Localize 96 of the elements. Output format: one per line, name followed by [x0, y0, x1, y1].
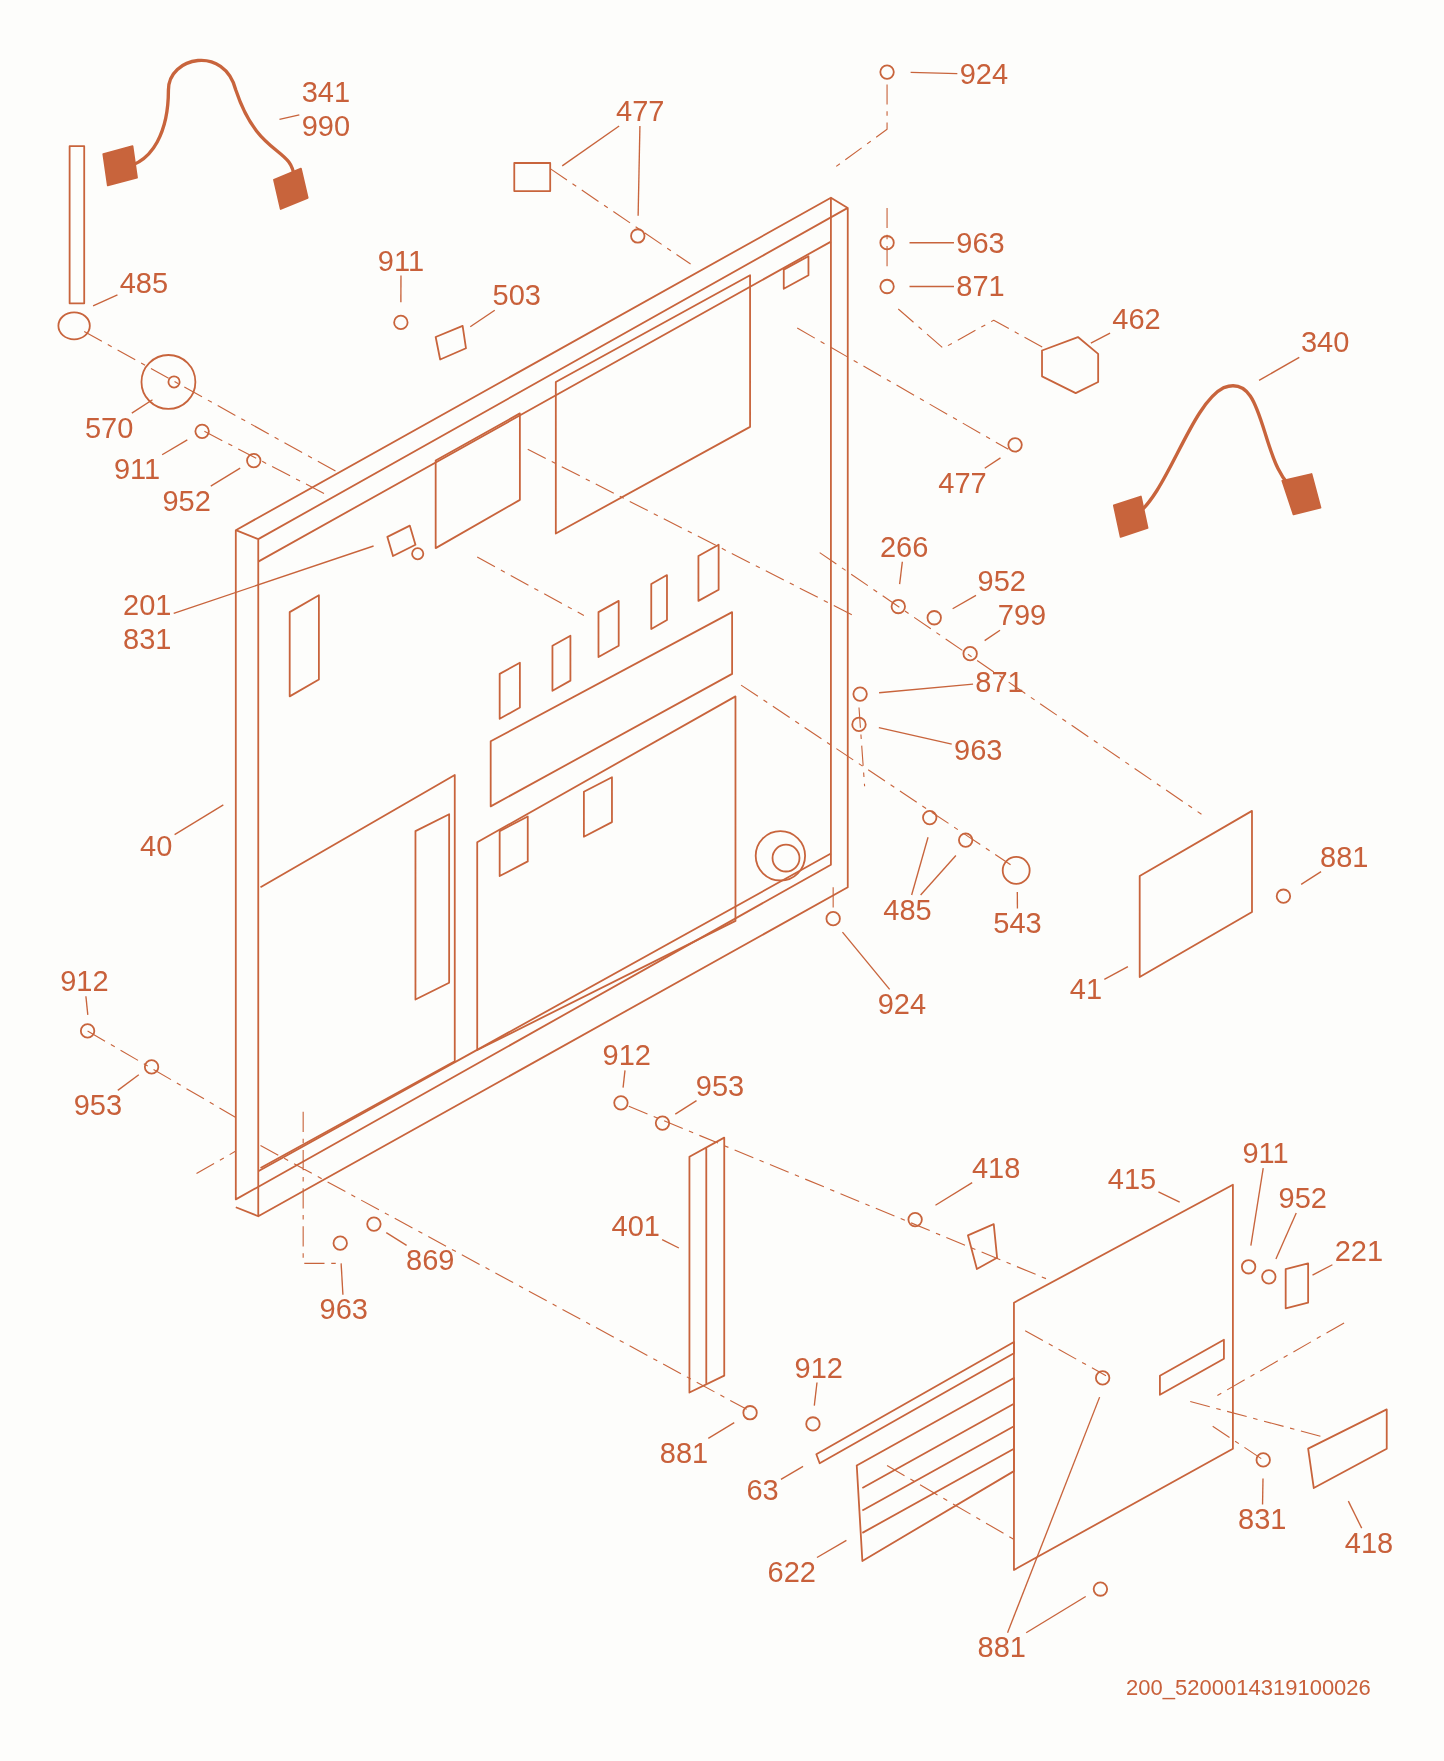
callout-number: 503: [492, 278, 541, 313]
leader-line: [908, 285, 955, 288]
callout-number: 485: [119, 265, 169, 300]
callout-number: 924: [877, 986, 927, 1021]
leader-line: [278, 114, 301, 120]
callout-number: 990: [301, 108, 350, 143]
callout-number: 266: [879, 529, 929, 564]
callout-number: 201: [123, 588, 172, 623]
leader-line: [919, 854, 957, 896]
leader-line: [561, 125, 620, 167]
callout-number: 963: [319, 1292, 368, 1327]
callout-number: 63: [746, 1473, 779, 1508]
leader-line: [1258, 356, 1300, 382]
leader-line: [340, 1262, 344, 1296]
callout-number: 911: [377, 243, 425, 278]
leader-line: [816, 1539, 848, 1559]
callout-number: 963: [956, 225, 1005, 260]
leader-line: [983, 629, 1001, 642]
leader-line: [910, 836, 929, 896]
leader-line: [161, 439, 188, 456]
callout-number: 924: [959, 57, 1008, 92]
callout-number: 462: [1112, 301, 1161, 336]
callout-number: 911: [1242, 1136, 1289, 1171]
callout-number: 881: [977, 1630, 1026, 1665]
callout-number: 401: [611, 1209, 660, 1244]
callout-number: 418: [1344, 1525, 1394, 1560]
drawing-number: 200_5200014319100026: [1126, 1674, 1371, 1701]
callout-number: 952: [1278, 1181, 1327, 1216]
callout-number: 40: [140, 828, 173, 863]
callout-number: 952: [162, 483, 211, 518]
callout-number: 881: [659, 1435, 709, 1470]
callout-number: 871: [975, 664, 1024, 699]
leader-line: [1016, 891, 1019, 910]
callout-number: 912: [602, 1038, 651, 1073]
leader-line: [210, 467, 241, 487]
callout-number: 570: [84, 410, 134, 445]
leader-line: [780, 1465, 804, 1481]
leader-line: [1157, 1191, 1181, 1203]
leader-line: [1250, 1167, 1264, 1247]
leader-line: [117, 1074, 140, 1092]
callout-number: 953: [695, 1068, 745, 1103]
leader-line: [400, 274, 402, 303]
callout-number: 869: [406, 1242, 455, 1277]
callout-number: 911: [114, 452, 161, 487]
leader-line: [173, 545, 375, 615]
callout-number: 952: [977, 563, 1026, 598]
callout-number: 543: [993, 906, 1042, 940]
callout-number: 912: [60, 964, 109, 999]
leader-line: [1006, 1396, 1101, 1634]
leader-line: [674, 1100, 698, 1115]
callout-number: 831: [1238, 1502, 1287, 1537]
callout-number: 221: [1334, 1233, 1384, 1268]
leader-line: [1025, 1595, 1087, 1634]
callout-number: 41: [1069, 972, 1103, 1007]
leader-line: [878, 727, 953, 745]
leader-line: [707, 1421, 735, 1439]
leader-line: [1347, 1500, 1363, 1529]
leader-line: [1311, 1264, 1334, 1276]
leader-line: [841, 931, 891, 990]
callout-number: 963: [954, 733, 1003, 768]
leader-line: [1261, 1477, 1264, 1506]
leader-line: [934, 1182, 973, 1206]
leader-line: [1103, 965, 1129, 981]
callout-number: 418: [971, 1150, 1021, 1185]
leader-line: [813, 1381, 818, 1407]
callout-number: 953: [73, 1087, 123, 1122]
leader-line: [898, 561, 903, 585]
leader-line: [661, 1238, 680, 1249]
leader-line: [984, 457, 1002, 469]
leader-line: [131, 399, 154, 414]
leader-line: [1090, 332, 1111, 344]
leader-line: [385, 1231, 408, 1246]
leader-line: [908, 242, 955, 244]
callout-number: 477: [616, 94, 665, 129]
leader-line: [469, 309, 496, 328]
leader-line: [878, 683, 974, 694]
leader-line: [622, 1069, 626, 1089]
callout-number: 477: [938, 465, 987, 500]
callout-number: 871: [956, 269, 1005, 304]
callout-number: 831: [123, 622, 172, 657]
leader-line: [92, 294, 119, 307]
callout-number: 341: [301, 74, 350, 109]
leader-line: [173, 804, 224, 836]
callout-number: 799: [997, 598, 1047, 633]
leader-line: [637, 125, 641, 217]
callout-number: 340: [1300, 325, 1350, 360]
leader-line: [1275, 1212, 1297, 1260]
leader-line: [85, 995, 89, 1016]
leader-line: [1300, 870, 1322, 885]
leader-line: [951, 594, 977, 610]
leader-line: [909, 71, 959, 75]
callout-number: 415: [1107, 1162, 1157, 1196]
callout-number: 485: [883, 892, 932, 927]
callout-number: 881: [1320, 839, 1369, 874]
callout-number: 912: [794, 1350, 843, 1385]
callout-number: 622: [767, 1555, 816, 1589]
